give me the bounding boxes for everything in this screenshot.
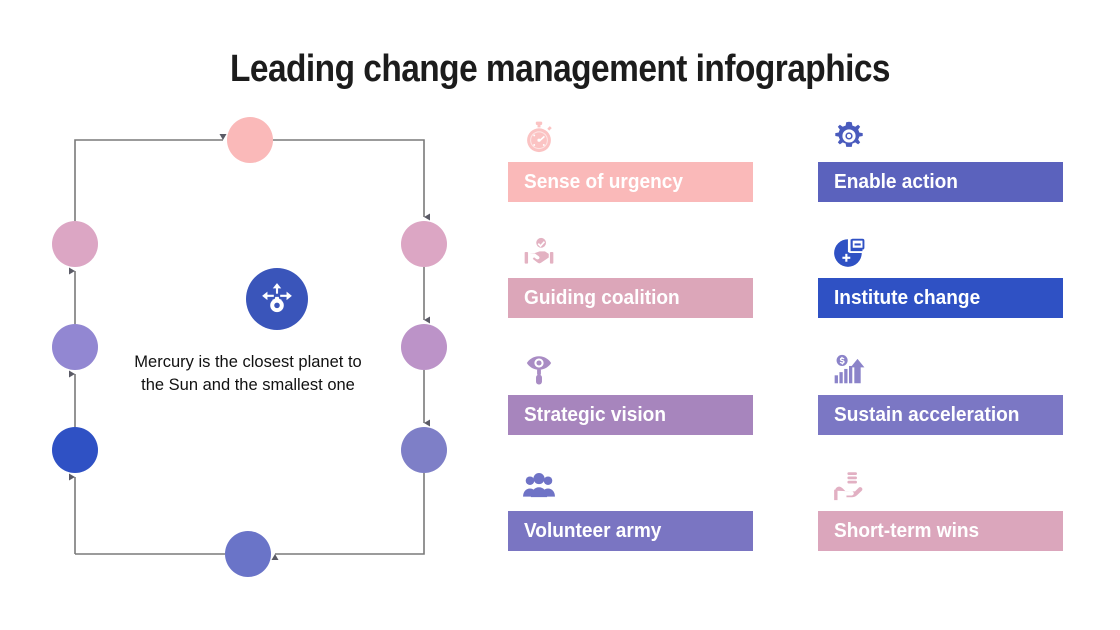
node-bottom[interactable]: [225, 531, 271, 577]
item-institute-change-bar[interactable]: Institute change: [818, 278, 1063, 318]
change-steps-list: Sense of urgency Guiding coalition Strat…: [508, 112, 1098, 590]
gear-arrows-icon: [260, 282, 294, 316]
connector-line: [271, 473, 425, 560]
item-short-term-wins[interactable]: Short-term wins: [818, 461, 1063, 551]
node-left-1[interactable]: [52, 221, 98, 267]
node-right-1[interactable]: [401, 221, 447, 267]
item-enable-action-label: Enable action: [834, 170, 958, 193]
item-sustain-acceleration-label: Sustain acceleration: [834, 403, 1020, 426]
item-guiding-coalition-label: Guiding coalition: [524, 286, 680, 309]
item-guiding-coalition-bar[interactable]: Guiding coalition: [508, 278, 753, 318]
center-body-text: Mercury is the closest planet to the Sun…: [134, 353, 362, 395]
change-cycle-diagram: Mercury is the closest planet to the Sun…: [28, 108, 488, 598]
people-group-icon: [522, 461, 564, 503]
item-institute-change[interactable]: Institute change: [818, 228, 1063, 318]
item-volunteer-army-bar[interactable]: Volunteer army: [508, 511, 753, 551]
connector-line: [273, 139, 430, 221]
hand-coins-icon: [832, 461, 874, 503]
item-sense-of-urgency-bar[interactable]: Sense of urgency: [508, 162, 753, 202]
center-node: [246, 268, 308, 330]
item-sustain-acceleration-bar[interactable]: Sustain acceleration: [818, 395, 1063, 435]
node-left-3[interactable]: [52, 427, 98, 473]
item-sustain-acceleration[interactable]: Sustain acceleration: [818, 345, 1063, 435]
node-top[interactable]: [227, 117, 273, 163]
node-right-3[interactable]: [401, 427, 447, 473]
node-right-2[interactable]: [401, 324, 447, 370]
gear-icon: [832, 112, 874, 154]
handshake-check-icon: [522, 228, 564, 270]
item-volunteer-army[interactable]: Volunteer army: [508, 461, 753, 551]
growth-chart-icon: [832, 345, 874, 387]
item-short-term-wins-label: Short-term wins: [834, 519, 980, 542]
node-left-2[interactable]: [52, 324, 98, 370]
magnifier-eye-icon: [522, 345, 564, 387]
item-short-term-wins-bar[interactable]: Short-term wins: [818, 511, 1063, 551]
item-enable-action-bar[interactable]: Enable action: [818, 162, 1063, 202]
cycle-connectors: [52, 117, 447, 577]
item-guiding-coalition[interactable]: Guiding coalition: [508, 228, 753, 318]
item-sense-of-urgency[interactable]: Sense of urgency: [508, 112, 753, 202]
item-enable-action[interactable]: Enable action: [818, 112, 1063, 202]
item-institute-change-label: Institute change: [834, 286, 981, 309]
item-sense-of-urgency-label: Sense of urgency: [524, 170, 683, 193]
item-volunteer-army-label: Volunteer army: [524, 519, 662, 542]
stopwatch-icon: [522, 112, 564, 154]
pie-plus-minus-icon: [832, 228, 874, 270]
item-strategic-vision[interactable]: Strategic vision: [508, 345, 753, 435]
page-title: Leading change management infographics: [229, 48, 891, 90]
item-strategic-vision-bar[interactable]: Strategic vision: [508, 395, 753, 435]
connector-line: [74, 134, 227, 221]
item-strategic-vision-label: Strategic vision: [524, 403, 666, 426]
